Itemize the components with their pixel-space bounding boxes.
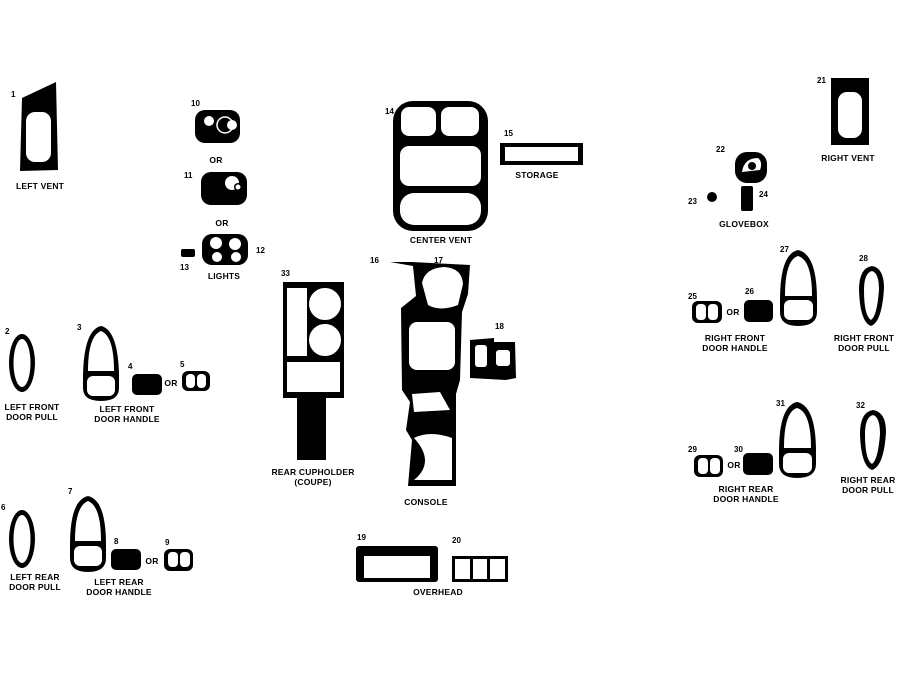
callout-18: 18 [495,322,504,331]
part-27 [780,250,817,326]
part-29 [694,455,723,477]
callout-22: 22 [716,145,725,154]
callout-2: 2 [5,327,10,336]
callout-23: 23 [688,197,697,206]
callout-31: 31 [776,399,785,408]
callout-29: 29 [688,445,697,454]
callout-15: 15 [504,129,513,138]
callout-12: 12 [256,246,265,255]
part-19-overhead [356,546,438,582]
label-storage: STORAGE [515,170,559,180]
callout-14: 14 [385,107,394,116]
callout-17: 17 [434,256,443,265]
label-rear-cupholder: REAR CUPHOLDER(COUPE) [271,467,355,487]
part-3 [83,326,119,401]
callout-19: 19 [357,533,366,542]
callout-33: 33 [281,269,290,278]
label-console: CONSOLE [404,497,448,507]
callout-30: 30 [734,445,743,454]
part-1-left-vent [20,82,58,171]
part-2 [9,334,35,392]
part-4 [132,374,162,395]
part-33-rear-cupholder [283,282,344,460]
part-28 [859,266,884,326]
callout-11: 11 [184,171,193,180]
part-8 [111,549,141,570]
label-right-vent: RIGHT VENT [821,153,875,163]
callout-32: 32 [856,401,865,410]
callout-27: 27 [780,245,789,254]
callout-26: 26 [745,287,754,296]
label-or-lr: OR [145,556,159,566]
part-16-17-console [390,262,470,486]
part-23 [707,192,717,202]
part-7 [70,496,106,572]
part-24 [741,186,753,211]
part-9 [164,549,193,571]
label-or-1: OR [209,155,223,165]
label-or-rr: OR [727,460,741,470]
part-20-overhead [452,556,508,582]
part-30 [743,453,773,475]
part-13 [181,249,195,257]
callout-10: 10 [191,99,200,108]
callout-6: 6 [1,503,6,512]
label-overhead: OVERHEAD [413,587,463,597]
label-left-vent: LEFT VENT [16,181,65,191]
part-6 [9,510,35,568]
part-10-light-switch [195,110,240,143]
part-26 [744,300,773,322]
callout-28: 28 [859,254,868,263]
label-or-rf: OR [726,307,740,317]
part-11-light-switch [201,172,247,205]
label-center-vent: CENTER VENT [409,235,473,245]
part-31 [779,402,816,478]
part-5 [182,371,210,391]
callout-7: 7 [68,487,73,496]
callout-8: 8 [114,537,119,546]
callout-13: 13 [180,263,189,272]
callout-5: 5 [180,360,185,369]
callout-24: 24 [759,190,768,199]
part-32 [860,410,886,470]
label-glovebox: GLOVEBOX [719,219,769,229]
callout-3: 3 [77,323,82,332]
part-14-center-vent [393,101,488,231]
callout-1: 1 [11,90,16,99]
callout-25: 25 [688,292,697,301]
part-18 [470,338,516,380]
part-25 [692,301,722,323]
label-or-2: OR [215,218,229,228]
label-lights: LIGHTS [207,271,241,281]
callout-9: 9 [165,538,170,547]
part-21-right-vent [831,78,869,145]
callout-21: 21 [817,76,826,85]
callout-20: 20 [452,536,461,545]
part-12-light-switch [202,234,248,265]
callout-4: 4 [128,362,133,371]
part-15-storage [500,143,583,165]
part-22-glovebox [735,152,767,183]
callout-16: 16 [370,256,379,265]
label-or-lf: OR [164,378,178,388]
